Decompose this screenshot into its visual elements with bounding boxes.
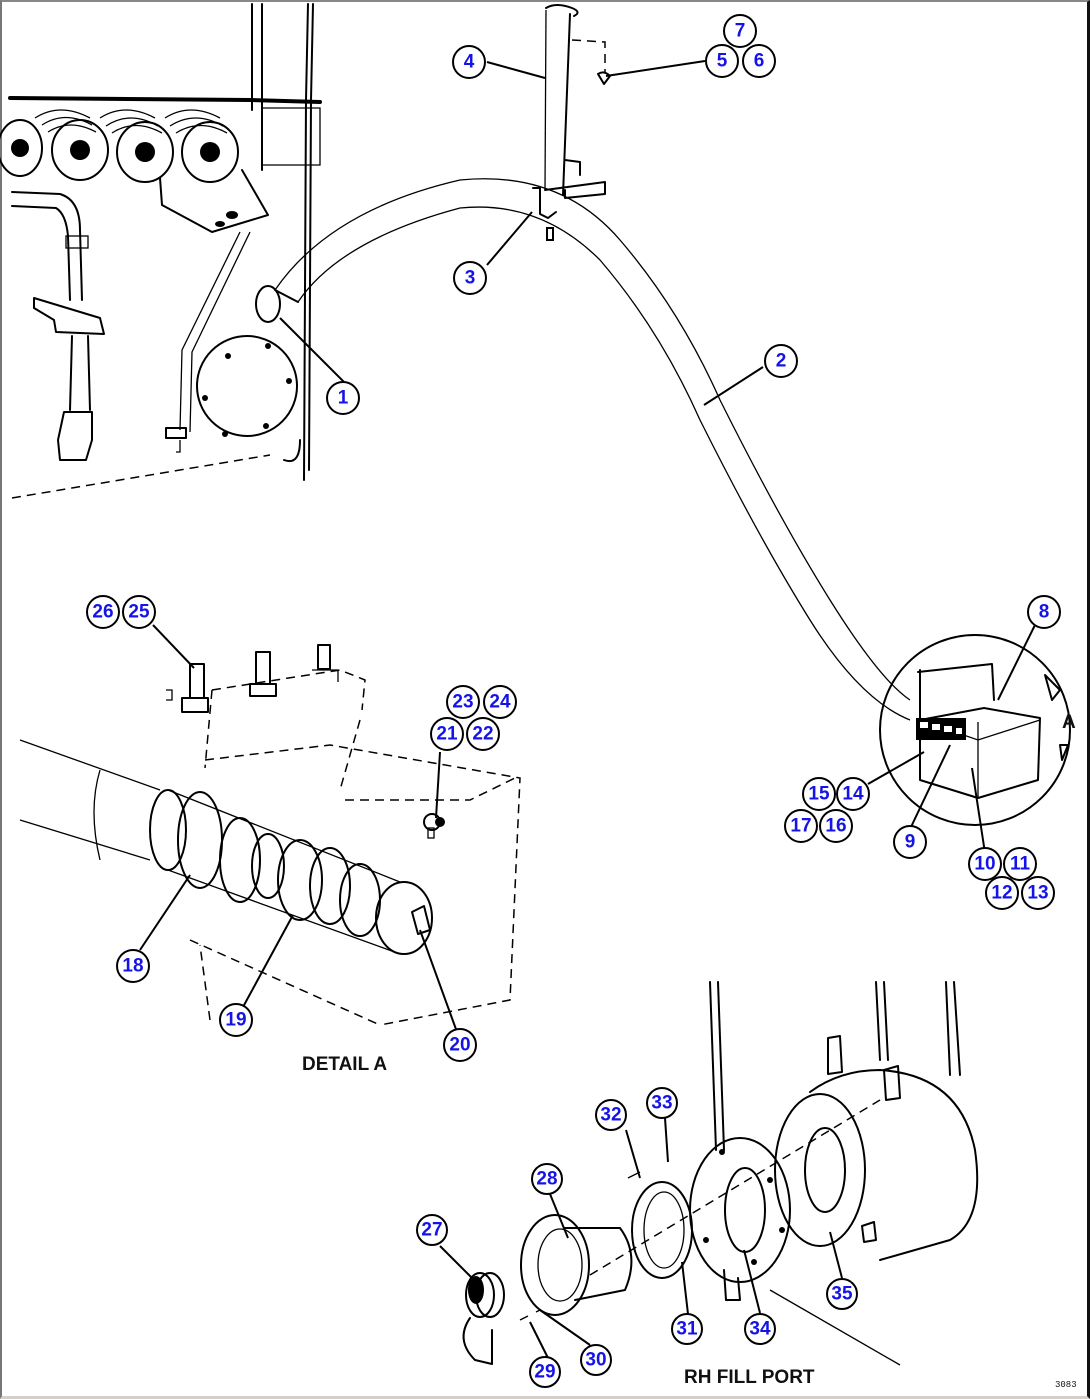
detail-a-circle bbox=[879, 634, 1071, 826]
svg-text:6: 6 bbox=[754, 51, 765, 72]
svg-text:28: 28 bbox=[536, 1169, 557, 1190]
callout-9[interactable]: 9 bbox=[893, 825, 927, 859]
callout-23[interactable]: 23 bbox=[446, 685, 480, 719]
callout-16[interactable]: 16 bbox=[819, 809, 853, 843]
callout-15[interactable]: 15 bbox=[802, 777, 836, 811]
callout-3[interactable]: 3 bbox=[453, 261, 487, 295]
svg-text:9: 9 bbox=[905, 832, 916, 853]
svg-text:8: 8 bbox=[1039, 602, 1050, 623]
callout-21[interactable]: 21 bbox=[430, 717, 464, 751]
rh-fill-port-caption: RH FILL PORT bbox=[684, 1367, 815, 1388]
callout-27[interactable]: 27 bbox=[416, 1214, 448, 1246]
svg-text:20: 20 bbox=[449, 1035, 470, 1056]
svg-text:35: 35 bbox=[831, 1284, 853, 1305]
svg-text:7: 7 bbox=[735, 21, 746, 42]
callout-29[interactable]: 29 bbox=[529, 1356, 561, 1388]
callout-30[interactable]: 30 bbox=[580, 1344, 612, 1376]
callout-14[interactable]: 14 bbox=[836, 777, 870, 811]
callout-13[interactable]: 13 bbox=[1021, 876, 1055, 910]
callout-32[interactable]: 32 bbox=[595, 1099, 627, 1131]
rollers bbox=[0, 109, 239, 183]
callout-7[interactable]: 7 bbox=[723, 14, 757, 48]
svg-text:14: 14 bbox=[842, 784, 864, 805]
callout-1[interactable]: 1 bbox=[326, 381, 360, 415]
detail-a-drawing bbox=[19, 644, 521, 1026]
svg-text:24: 24 bbox=[489, 692, 511, 713]
svg-text:22: 22 bbox=[472, 724, 493, 745]
detail-a-view-marker: A bbox=[1062, 712, 1076, 733]
svg-text:15: 15 bbox=[808, 784, 830, 805]
callout-35[interactable]: 35 bbox=[826, 1278, 858, 1310]
callout-22[interactable]: 22 bbox=[466, 717, 500, 751]
callout-10[interactable]: 10 bbox=[968, 847, 1002, 881]
callout-18[interactable]: 18 bbox=[116, 949, 150, 983]
svg-text:19: 19 bbox=[225, 1010, 246, 1031]
callout-25[interactable]: 25 bbox=[122, 595, 156, 629]
hose-drawing bbox=[255, 178, 911, 721]
detail-a-caption: DETAIL A bbox=[302, 1054, 387, 1075]
callout-leaders bbox=[139, 60, 1036, 1359]
callout-17[interactable]: 17 bbox=[784, 809, 818, 843]
callout-28[interactable]: 28 bbox=[531, 1163, 563, 1195]
callout-11[interactable]: 11 bbox=[1003, 847, 1037, 881]
callout-balloons: 1 2 3 4 5 6 7 8 9 10 11 12 13 14 15 16 1… bbox=[86, 14, 1061, 1388]
svg-text:16: 16 bbox=[825, 816, 846, 837]
svg-text:23: 23 bbox=[452, 692, 473, 713]
machine-frame-drawing bbox=[0, 3, 322, 499]
svg-text:26: 26 bbox=[92, 602, 113, 623]
svg-text:25: 25 bbox=[128, 602, 150, 623]
svg-text:27: 27 bbox=[421, 1220, 442, 1241]
svg-text:13: 13 bbox=[1027, 883, 1048, 904]
callout-31[interactable]: 31 bbox=[671, 1313, 703, 1345]
callout-8[interactable]: 8 bbox=[1027, 595, 1061, 629]
callout-34[interactable]: 34 bbox=[744, 1313, 776, 1345]
svg-text:1: 1 bbox=[338, 388, 349, 409]
callout-6[interactable]: 6 bbox=[742, 44, 776, 78]
svg-text:34: 34 bbox=[749, 1319, 771, 1340]
callout-12[interactable]: 12 bbox=[985, 876, 1019, 910]
callout-26[interactable]: 26 bbox=[86, 595, 120, 629]
callout-19[interactable]: 19 bbox=[219, 1003, 253, 1037]
svg-text:17: 17 bbox=[790, 816, 811, 837]
svg-text:29: 29 bbox=[534, 1362, 555, 1383]
svg-text:33: 33 bbox=[651, 1093, 672, 1114]
callout-20[interactable]: 20 bbox=[443, 1028, 477, 1062]
callout-2[interactable]: 2 bbox=[764, 344, 798, 378]
svg-text:10: 10 bbox=[974, 854, 995, 875]
svg-text:21: 21 bbox=[436, 724, 458, 745]
drawing-reference-code: 3083 bbox=[1055, 1380, 1077, 1390]
svg-text:11: 11 bbox=[1010, 854, 1031, 875]
callout-4[interactable]: 4 bbox=[452, 45, 486, 79]
callout-33[interactable]: 33 bbox=[646, 1087, 678, 1119]
svg-text:2: 2 bbox=[776, 351, 787, 372]
svg-text:5: 5 bbox=[717, 51, 728, 72]
svg-text:32: 32 bbox=[600, 1105, 621, 1126]
svg-text:3: 3 bbox=[465, 268, 476, 289]
svg-text:18: 18 bbox=[122, 956, 143, 977]
svg-text:4: 4 bbox=[464, 52, 475, 73]
svg-text:30: 30 bbox=[585, 1350, 606, 1371]
callout-24[interactable]: 24 bbox=[483, 685, 517, 719]
callout-5[interactable]: 5 bbox=[705, 44, 739, 78]
support-bracket-drawing bbox=[532, 4, 611, 241]
svg-text:12: 12 bbox=[991, 883, 1012, 904]
svg-text:31: 31 bbox=[676, 1319, 698, 1340]
